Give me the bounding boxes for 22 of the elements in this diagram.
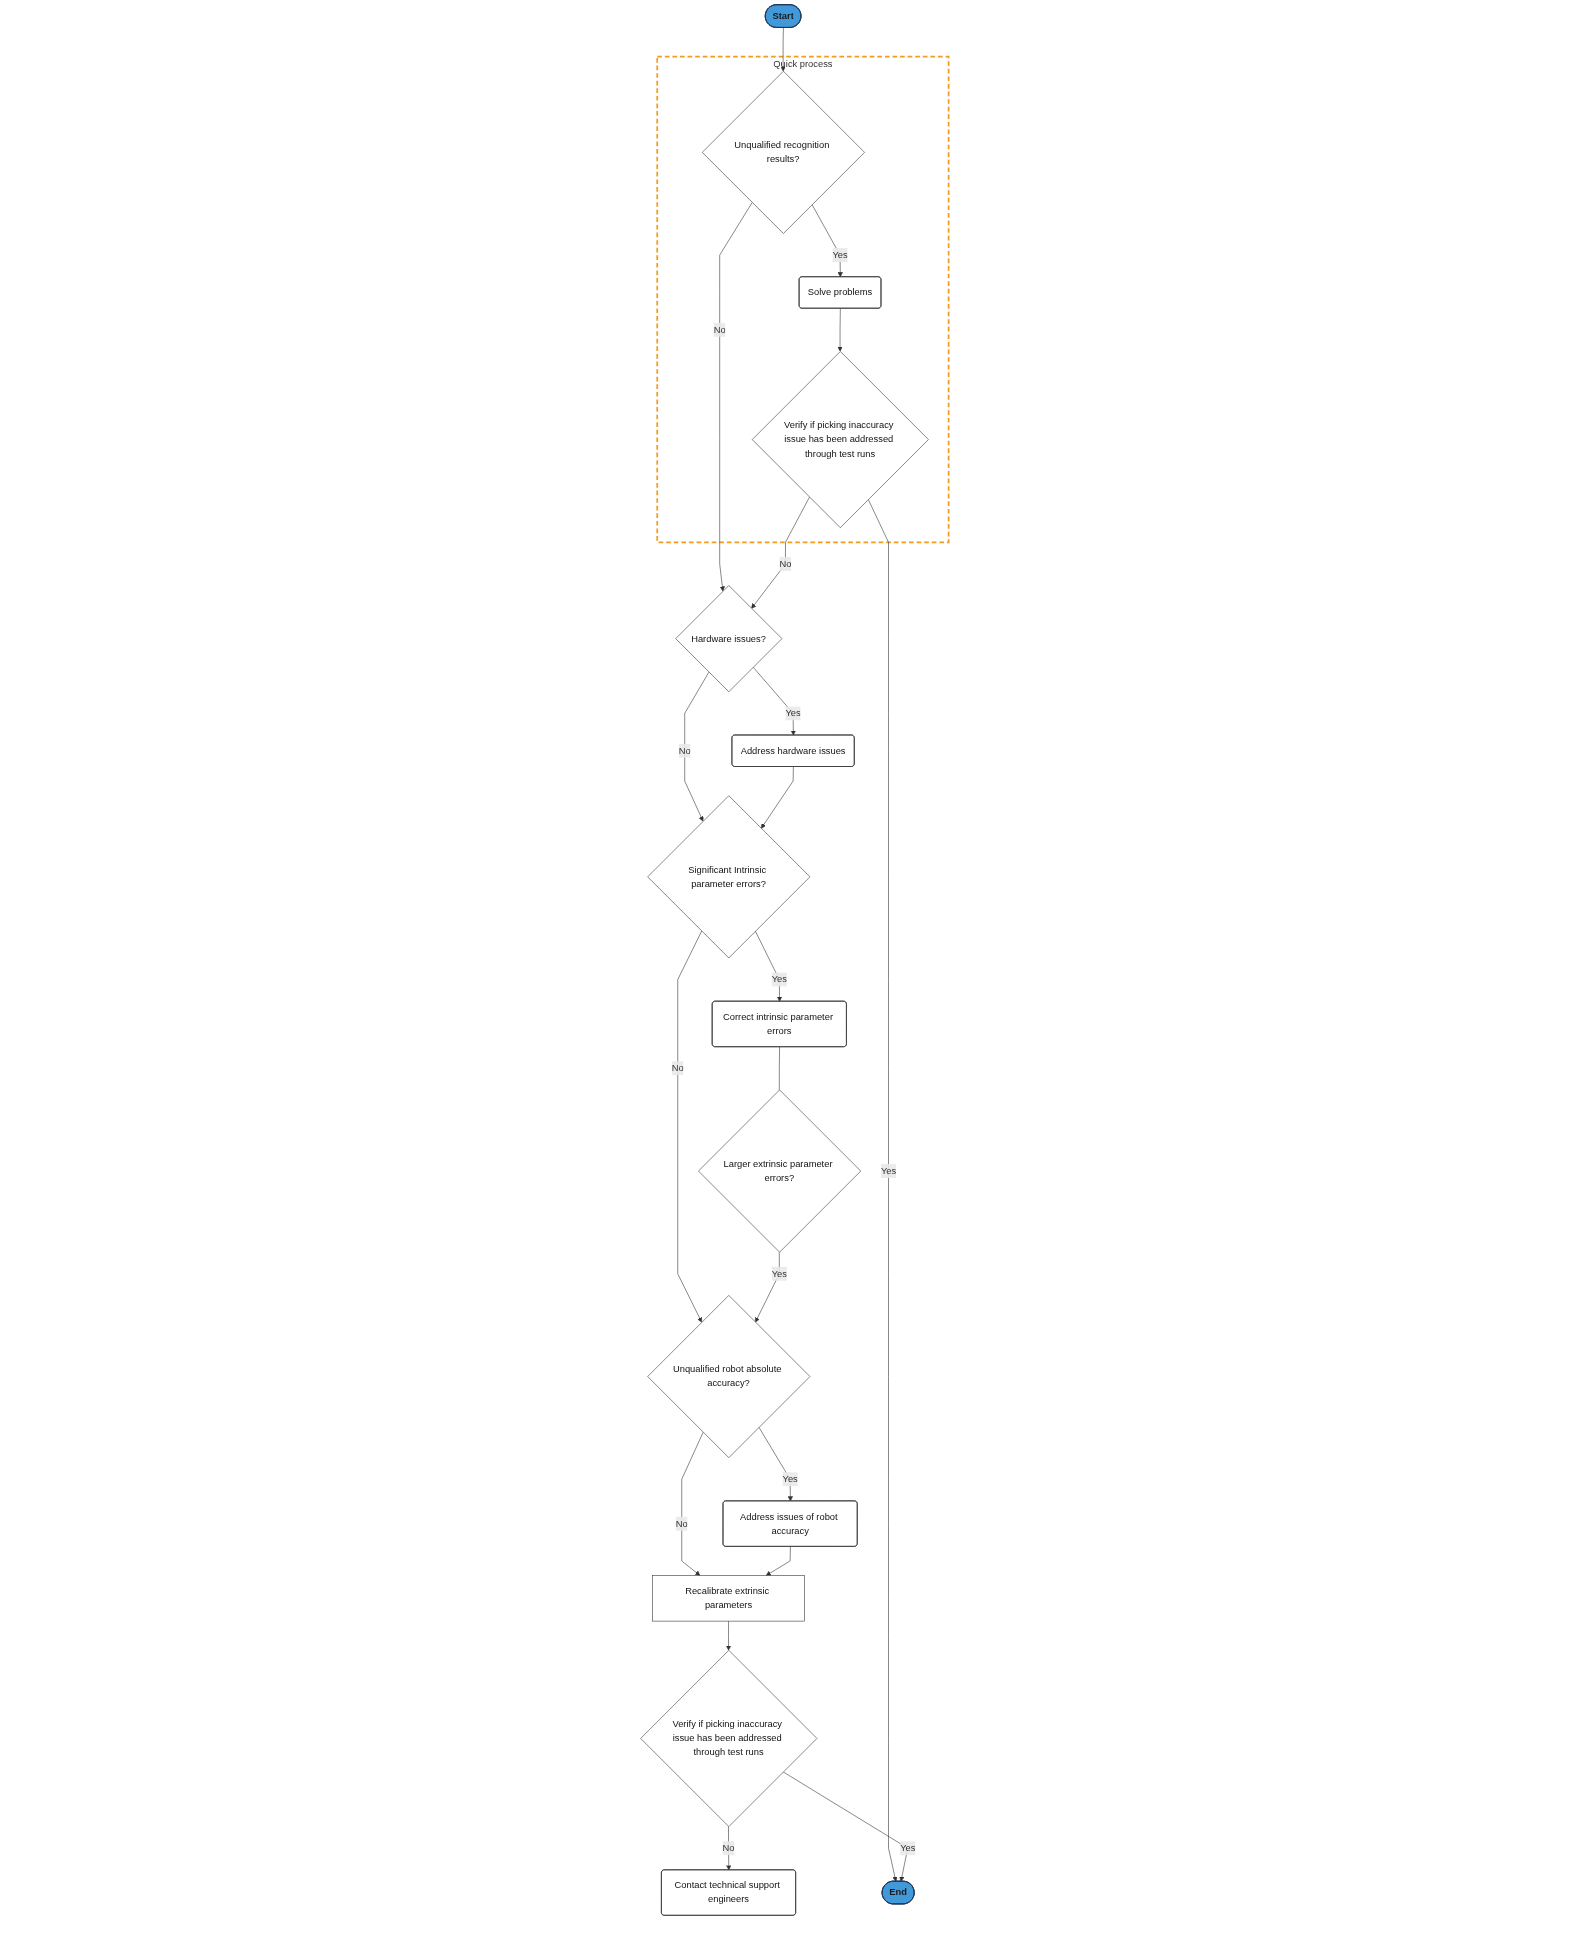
edge-label: Yes: [785, 708, 802, 719]
node-diamond: Larger extrinsic parameter errors?: [698, 1089, 862, 1253]
edge-label: No: [779, 558, 792, 569]
edge-label: Yes: [772, 974, 788, 985]
node-diamond: Verify if picking inaccuracy issue has been addressed through test runs: [640, 1650, 818, 1827]
edge-label: No: [672, 1063, 685, 1073]
edge-label: Yes: [881, 1165, 897, 1176]
node-diamond: Unqualified recognition results?: [702, 70, 866, 234]
node-diamond: Verify if picking inaccuracy issue has been addressed through test runs: [752, 351, 930, 528]
edge-label: No: [722, 1842, 735, 1853]
node-diamond: Significant Intrinsic parameter errors?: [647, 795, 811, 959]
edge-label: Yes: [900, 1842, 916, 1853]
edge-label: Yes: [782, 1474, 799, 1484]
node-diamond: Unqualified robot absolute accuracy?: [647, 1295, 811, 1458]
connector: [779, 1046, 781, 1091]
node-box: Recalibrate extrinsic parameters: [652, 1575, 806, 1622]
node-diamond: Hardware issues?: [675, 585, 783, 693]
edge-label: No: [676, 1518, 689, 1529]
edge-label: Yes: [772, 1268, 788, 1279]
edge-label: No: [679, 745, 692, 756]
edge-label: Yes: [832, 249, 849, 260]
edge-label: No: [714, 324, 727, 335]
